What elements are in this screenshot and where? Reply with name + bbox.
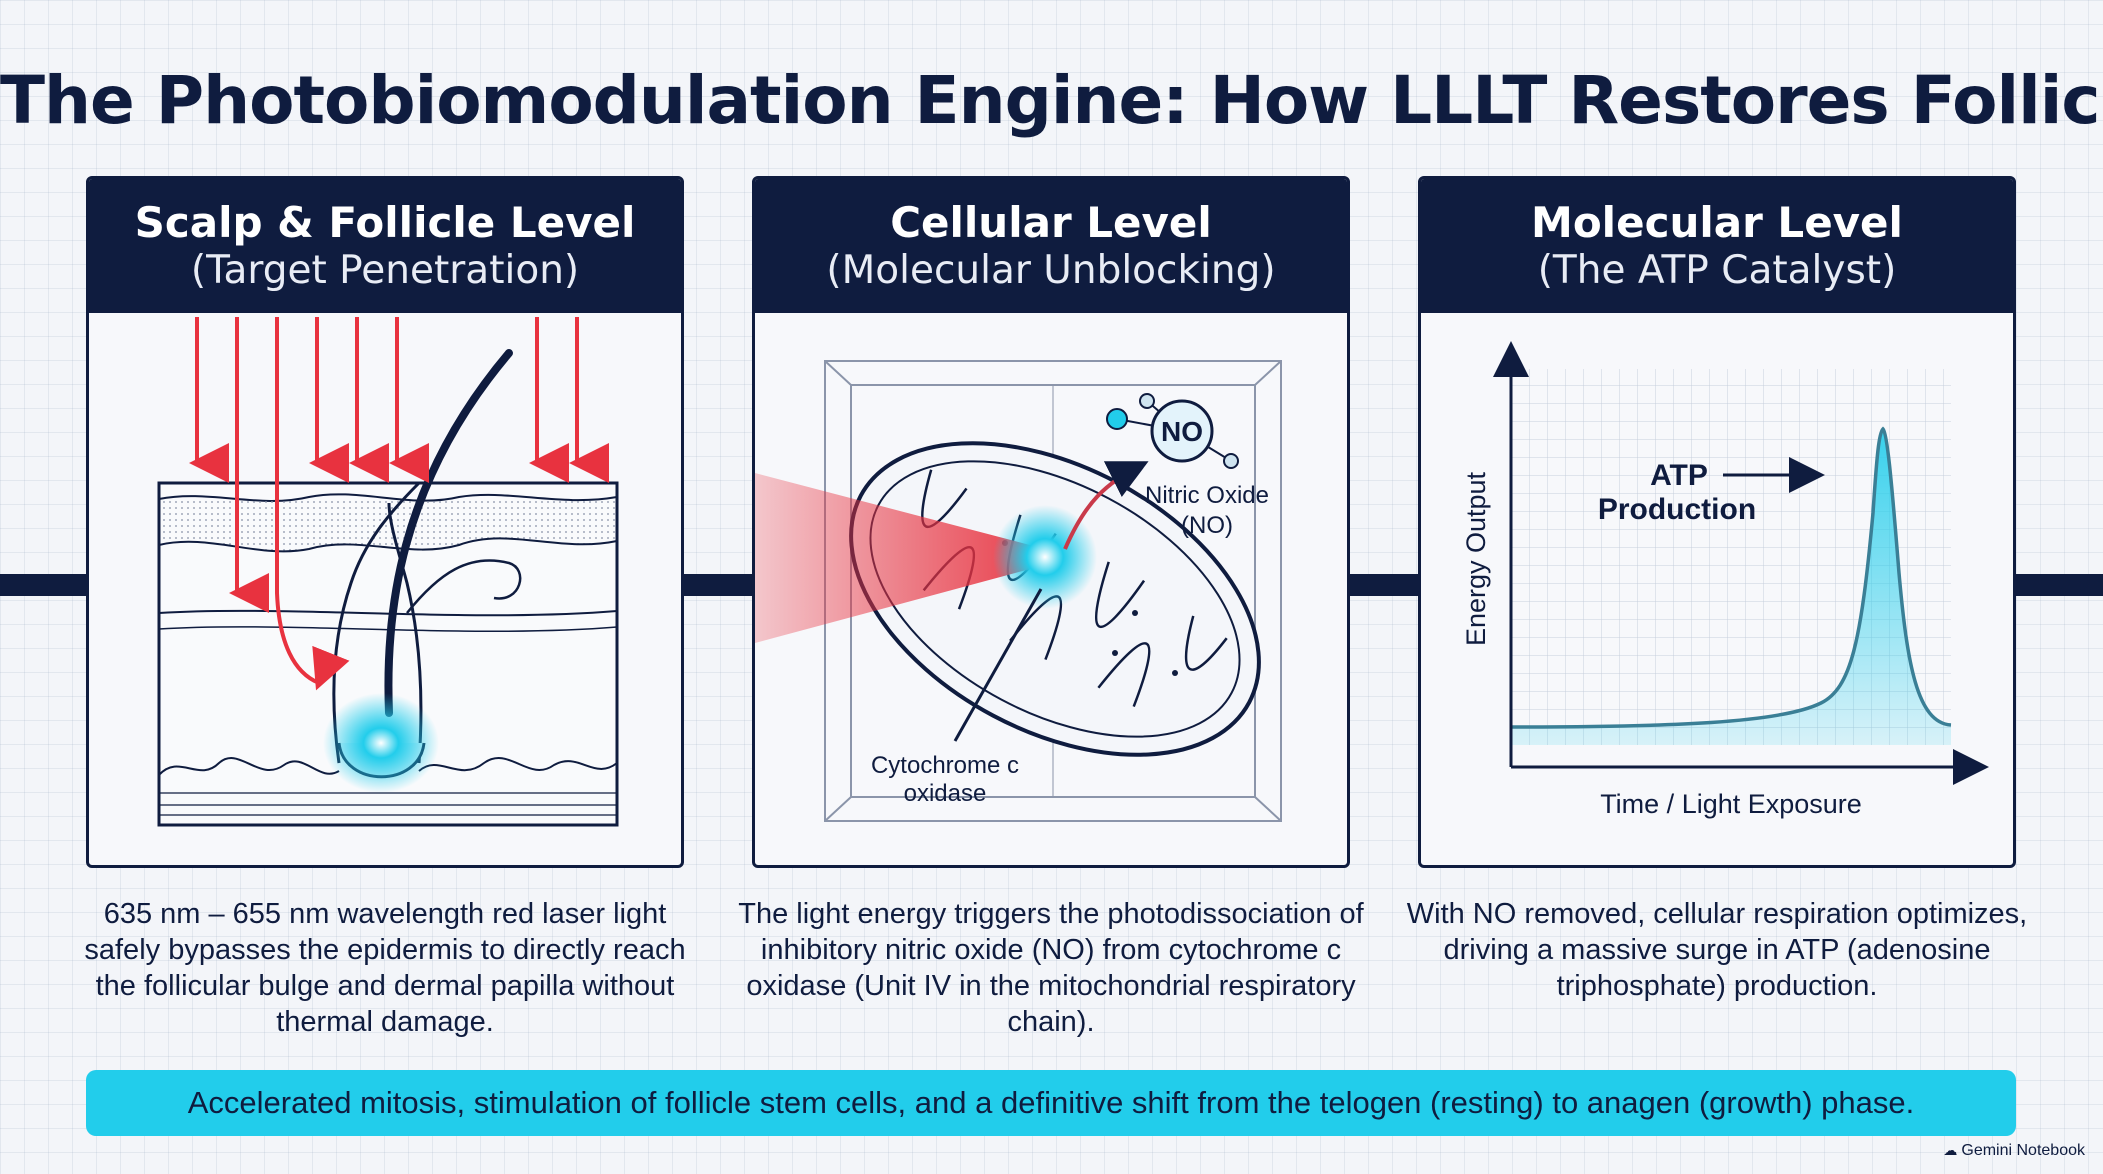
no-symbol: NO: [1161, 416, 1203, 447]
page-title: The Photobiomodulation Engine: How LLLT …: [0, 62, 2103, 139]
connector-bar-mid1: [682, 574, 754, 596]
dermal-papilla-glow: [323, 693, 439, 793]
panel-title: Scalp & Follicle Level: [134, 198, 636, 247]
panel-molecular: Molecular Level (The ATP Catalyst) ATP P…: [1418, 176, 2016, 868]
atp-peak-area: [1511, 429, 1951, 745]
panel-scalp-follicle: Scalp & Follicle Level (Target Penetrati…: [86, 176, 684, 868]
panel-cellular: Cellular Level (Molecular Unblocking): [752, 176, 1350, 868]
nitric-oxide-abbr: (NO): [1181, 512, 1233, 539]
laser-beam: [755, 473, 1045, 643]
caption-molecular: With NO removed, cellular respiration op…: [1406, 898, 2028, 1002]
panel-subtitle: (Molecular Unblocking): [826, 248, 1276, 293]
panel-title: Molecular Level: [1531, 198, 1903, 247]
mitochondrion-illustration: NO Nitric Oxide (NO) Cytochrome c oxidas…: [755, 360, 1282, 822]
no-release-arrow: [1063, 461, 1149, 550]
atp-graph: ATP Production Energy Output Time / Ligh…: [1461, 341, 1989, 819]
outcome-banner: Accelerated mitosis, stimulation of foll…: [86, 1070, 2016, 1136]
panel-header: Scalp & Follicle Level (Target Penetrati…: [89, 179, 681, 313]
panel-header: Molecular Level (The ATP Catalyst): [1421, 179, 2013, 313]
atp-annotation-2: Production: [1598, 493, 1756, 526]
panel-subtitle: (Target Penetration): [190, 248, 580, 293]
connector-bar-mid2: [1348, 574, 1420, 596]
x-axis-label: Time / Light Exposure: [1600, 789, 1862, 819]
watermark-text: Gemini Notebook: [1961, 1142, 2085, 1159]
connector-bar-right: [2014, 574, 2103, 596]
follicle-illustration: [157, 317, 619, 827]
watermark: ☁Gemini Notebook: [1943, 1142, 2085, 1160]
cytochrome-label-2: oxidase: [904, 780, 987, 807]
caption-scalp: 635 nm – 655 nm wavelength red laser lig…: [84, 898, 686, 1038]
nitric-oxide-label: Nitric Oxide: [1145, 482, 1269, 509]
panel-subtitle: (The ATP Catalyst): [1537, 248, 1897, 293]
atp-curve: [1510, 426, 1952, 729]
cloud-icon: ☁: [1943, 1142, 1958, 1158]
hair-follicle: [323, 349, 522, 793]
cytochrome-pointer: [953, 588, 1043, 742]
caption-cellular: The light energy triggers the photodisso…: [738, 898, 1364, 1038]
cytochrome-glow: [993, 505, 1097, 609]
no-molecule: NO: [1106, 393, 1239, 469]
connector-bar-left: [0, 574, 90, 596]
laser-arrows: [189, 317, 609, 691]
panel-title: Cellular Level: [890, 198, 1212, 247]
y-axis-label: Energy Output: [1461, 471, 1491, 646]
panel-header: Cellular Level (Molecular Unblocking): [755, 179, 1347, 313]
cytochrome-label: Cytochrome c: [871, 752, 1019, 779]
atp-annotation: ATP: [1650, 459, 1708, 492]
